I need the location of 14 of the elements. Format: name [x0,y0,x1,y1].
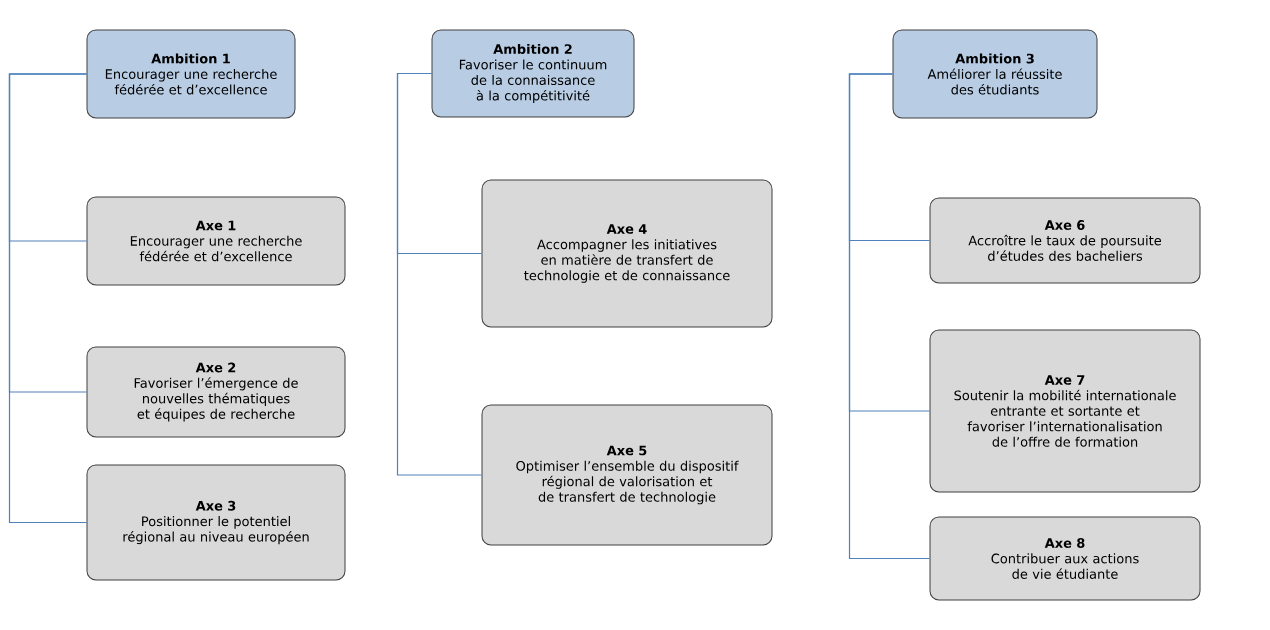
axis-box: Axe 7 Soutenir la mobilité internationale entrante et sortante et favoriser l’internationalisation de l’offre de formation [929,329,1201,493]
axis-box: Axe 3 Positionner le potentiel régional au niveau européen [86,464,346,581]
ambition-box: Ambition 2 Favoriser le continuum de la connaissance à la compétitivité [431,29,635,118]
connector-line [396,72,483,476]
axis-box: Axe 6 Accroître le taux de poursuite d’études des bacheliers [929,197,1201,284]
connector-line [8,73,88,524]
ambition-box: Ambition 3 Améliorer la réussite des étudiants [892,29,1098,119]
axis-box: Axe 8 Contribuer aux actions de vie étudiante [929,516,1201,601]
axis-box: Axe 2 Favoriser l’émergence de nouvelles thématiques et équipes de recherche [86,346,346,438]
connector-line [848,73,931,560]
axis-box: Axe 5 Optimiser l’ensemble du dispositif régional de valorisation et de transfert de technologie [481,404,773,546]
axis-box: Axe 4 Accompagner les initiatives en matière de transfert de technologie et de connaissance [481,179,773,328]
axis-box: Axe 1 Encourager une recherche fédérée et d’excellence [86,196,346,286]
ambition-box: Ambition 1 Encourager une recherche fédérée et d’excellence [86,29,296,119]
